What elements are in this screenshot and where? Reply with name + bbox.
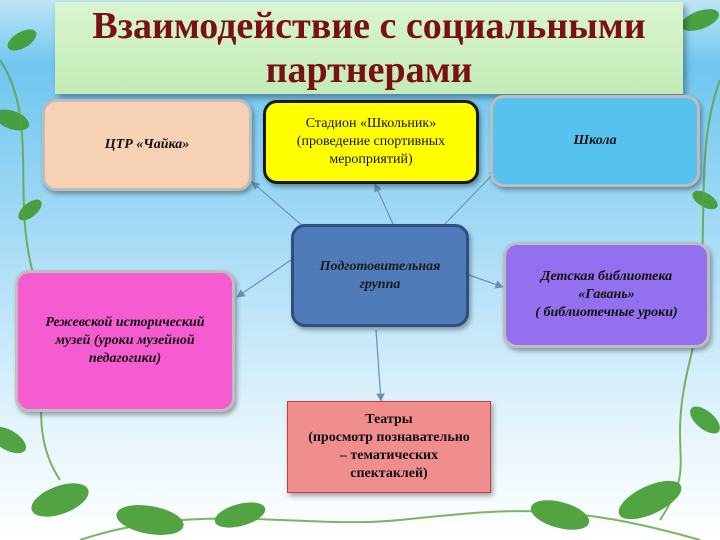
slide-title-line-2: партнерами [265, 49, 473, 91]
partner-node-library: Детская библиотека «Гавань» ( библиотечн… [503, 242, 710, 348]
partner-node-description: ( библиотечные уроки) [535, 305, 678, 320]
partner-node-description: – тематических [339, 448, 439, 463]
partner-node-description: спектаклей) [350, 466, 428, 481]
partner-node-label: Детская библиотека [540, 269, 673, 284]
partner-node-label: Стадион «Школьник» [305, 116, 437, 131]
partner-node-label: Режевской исторический [45, 315, 205, 330]
center-node-line-1: Подготовительная [319, 258, 441, 274]
partner-node-label: ЦТР «Чайка» [104, 137, 190, 152]
slide-title-box: Взаимодействие с социальными партнерами [55, 2, 683, 94]
center-node-preparatory-group: Подготовительная группа [291, 224, 469, 327]
partner-node-description: (просмотр познавательно [308, 430, 470, 445]
arrow-to-school [442, 169, 498, 227]
partner-node-description: (проведение спортивных [296, 134, 446, 149]
center-node-line-2: группа [359, 276, 401, 292]
partner-node-description: музей (уроки музейной [55, 333, 195, 348]
partner-node-label: Театры [365, 412, 413, 427]
partner-node-tsr-chaika: ЦТР «Чайка» [42, 99, 252, 191]
partner-node-description: педагогики) [88, 351, 162, 366]
partner-node-museum: Режевской исторический музей (уроки музе… [15, 270, 235, 412]
partner-node-stadium: Стадион «Школьник» (проведение спортивны… [263, 100, 479, 184]
arrow-to-library [468, 274, 504, 289]
partner-node-theatres: Театры (просмотр познавательно – тематич… [287, 401, 491, 493]
partner-node-description: мероприятий) [329, 152, 413, 167]
arrow-to-theatre [375, 329, 385, 402]
partner-node-label: «Гавань» [578, 287, 635, 302]
slide-title-line-1: Взаимодействие с социальными [92, 5, 646, 47]
arrow-to-museum [236, 259, 292, 298]
arrow-to-tsr [251, 181, 306, 229]
partner-node-label: Школа [573, 133, 617, 148]
arrow-to-stadium [374, 183, 394, 225]
partner-node-school: Школа [490, 95, 700, 187]
